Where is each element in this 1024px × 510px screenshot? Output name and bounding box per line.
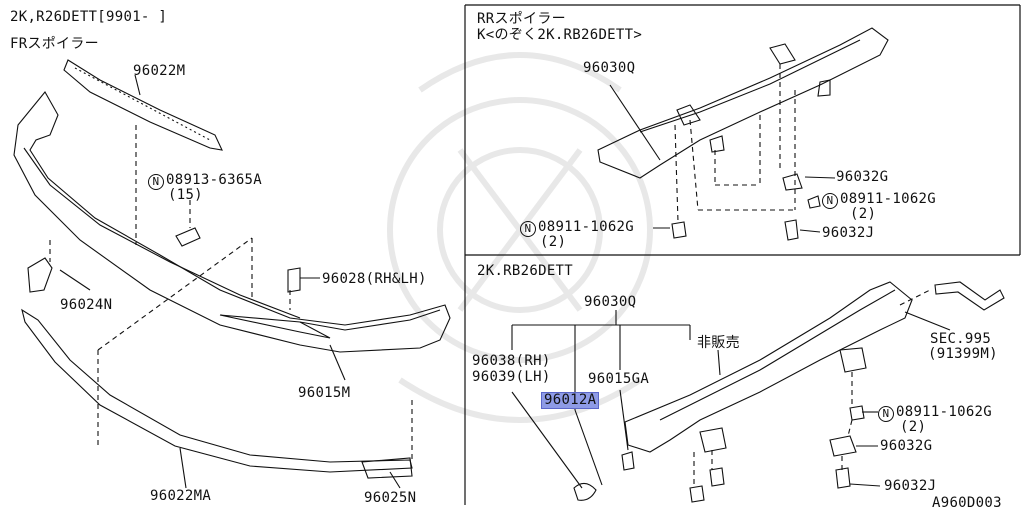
wing-96030q [624,281,913,453]
sec-995-ref[interactable]: SEC.995 [930,331,992,347]
part-96032j-low[interactable]: 96032J [884,478,937,494]
panel-borders [464,4,1021,505]
nut-96032j-low [835,467,851,489]
part-96022ma[interactable]: 96022MA [150,488,212,504]
diagram-code: A960D003 [932,495,1002,510]
part-08911-top-number: 08911-1062G [840,191,937,207]
part-96015ga[interactable]: 96015GA [588,371,650,387]
strip-96022ma [21,308,413,473]
endcap-96038 [573,482,597,501]
part-96032g-top[interactable]: 96032G [836,169,889,185]
part-96030q-top[interactable]: 96030Q [583,60,636,76]
part-96015m[interactable]: 96015M [298,385,351,401]
part-08911-low-qty: (2) [900,419,927,435]
part-96032g-low[interactable]: 96032G [880,438,933,454]
nut-08913 [175,227,201,247]
part-96012a-highlighted[interactable]: 96012A [541,392,600,409]
part-08911-left-qty: (2) [540,234,567,250]
part-96038[interactable]: 96038(RH) [472,353,551,369]
part-96032j-top[interactable]: 96032J [822,225,875,241]
bracket-96024n [27,257,53,293]
part-96039[interactable]: 96039(LH) [472,369,551,385]
rr-spoiler-title: RRスポイラー [477,11,566,27]
model-code: 2K,R26DETT[9901- ] [10,9,168,25]
clip-96015ga [621,451,635,471]
clip-96028 [287,267,301,293]
section-front-spoiler: FRスポイラー [10,36,99,52]
part-96025n[interactable]: 96025N [364,490,417,506]
nut-96032j-top [784,219,799,241]
part-08911-top-qty: (2) [850,206,877,222]
stay-sec995 [934,281,1005,311]
part-96028[interactable]: 96028(RH&LH) [322,271,427,287]
part-96022m[interactable]: 96022M [133,63,186,79]
n-symbol-icon: N [148,174,164,190]
rr-spoiler-subtitle: K<のぞく2K.RB26DETT> [477,27,643,43]
grommet-96032g-low [829,435,857,457]
strip-96022m [63,59,223,151]
nut-08911-top [807,195,821,209]
bracket-96025n [361,457,413,479]
part-08913-qty: (15) [168,187,203,203]
n-symbol-icon: N [878,406,894,422]
part-96030q-low[interactable]: 96030Q [584,294,637,310]
front-spoiler-96015m [13,91,451,353]
part-08911-left-number: 08911-1062G [538,219,635,235]
n-symbol-icon: N [520,221,536,237]
nut-08911-left [671,221,687,239]
part-08911-low-number: 08911-1062G [896,404,993,420]
n-symbol-icon: N [822,193,838,209]
rear-spoiler-96030q [597,27,889,179]
part-96024n[interactable]: 96024N [60,297,113,313]
sec-995-number: (91399M) [928,346,998,362]
part-08913-number: 08913-6365A [166,172,263,188]
grommet-96032g-top [782,173,803,191]
not-for-sale-label: 非販売 [697,335,740,351]
lower-panel-title: 2K.RB26DETT [477,263,574,279]
nut-08911-low [849,405,865,421]
